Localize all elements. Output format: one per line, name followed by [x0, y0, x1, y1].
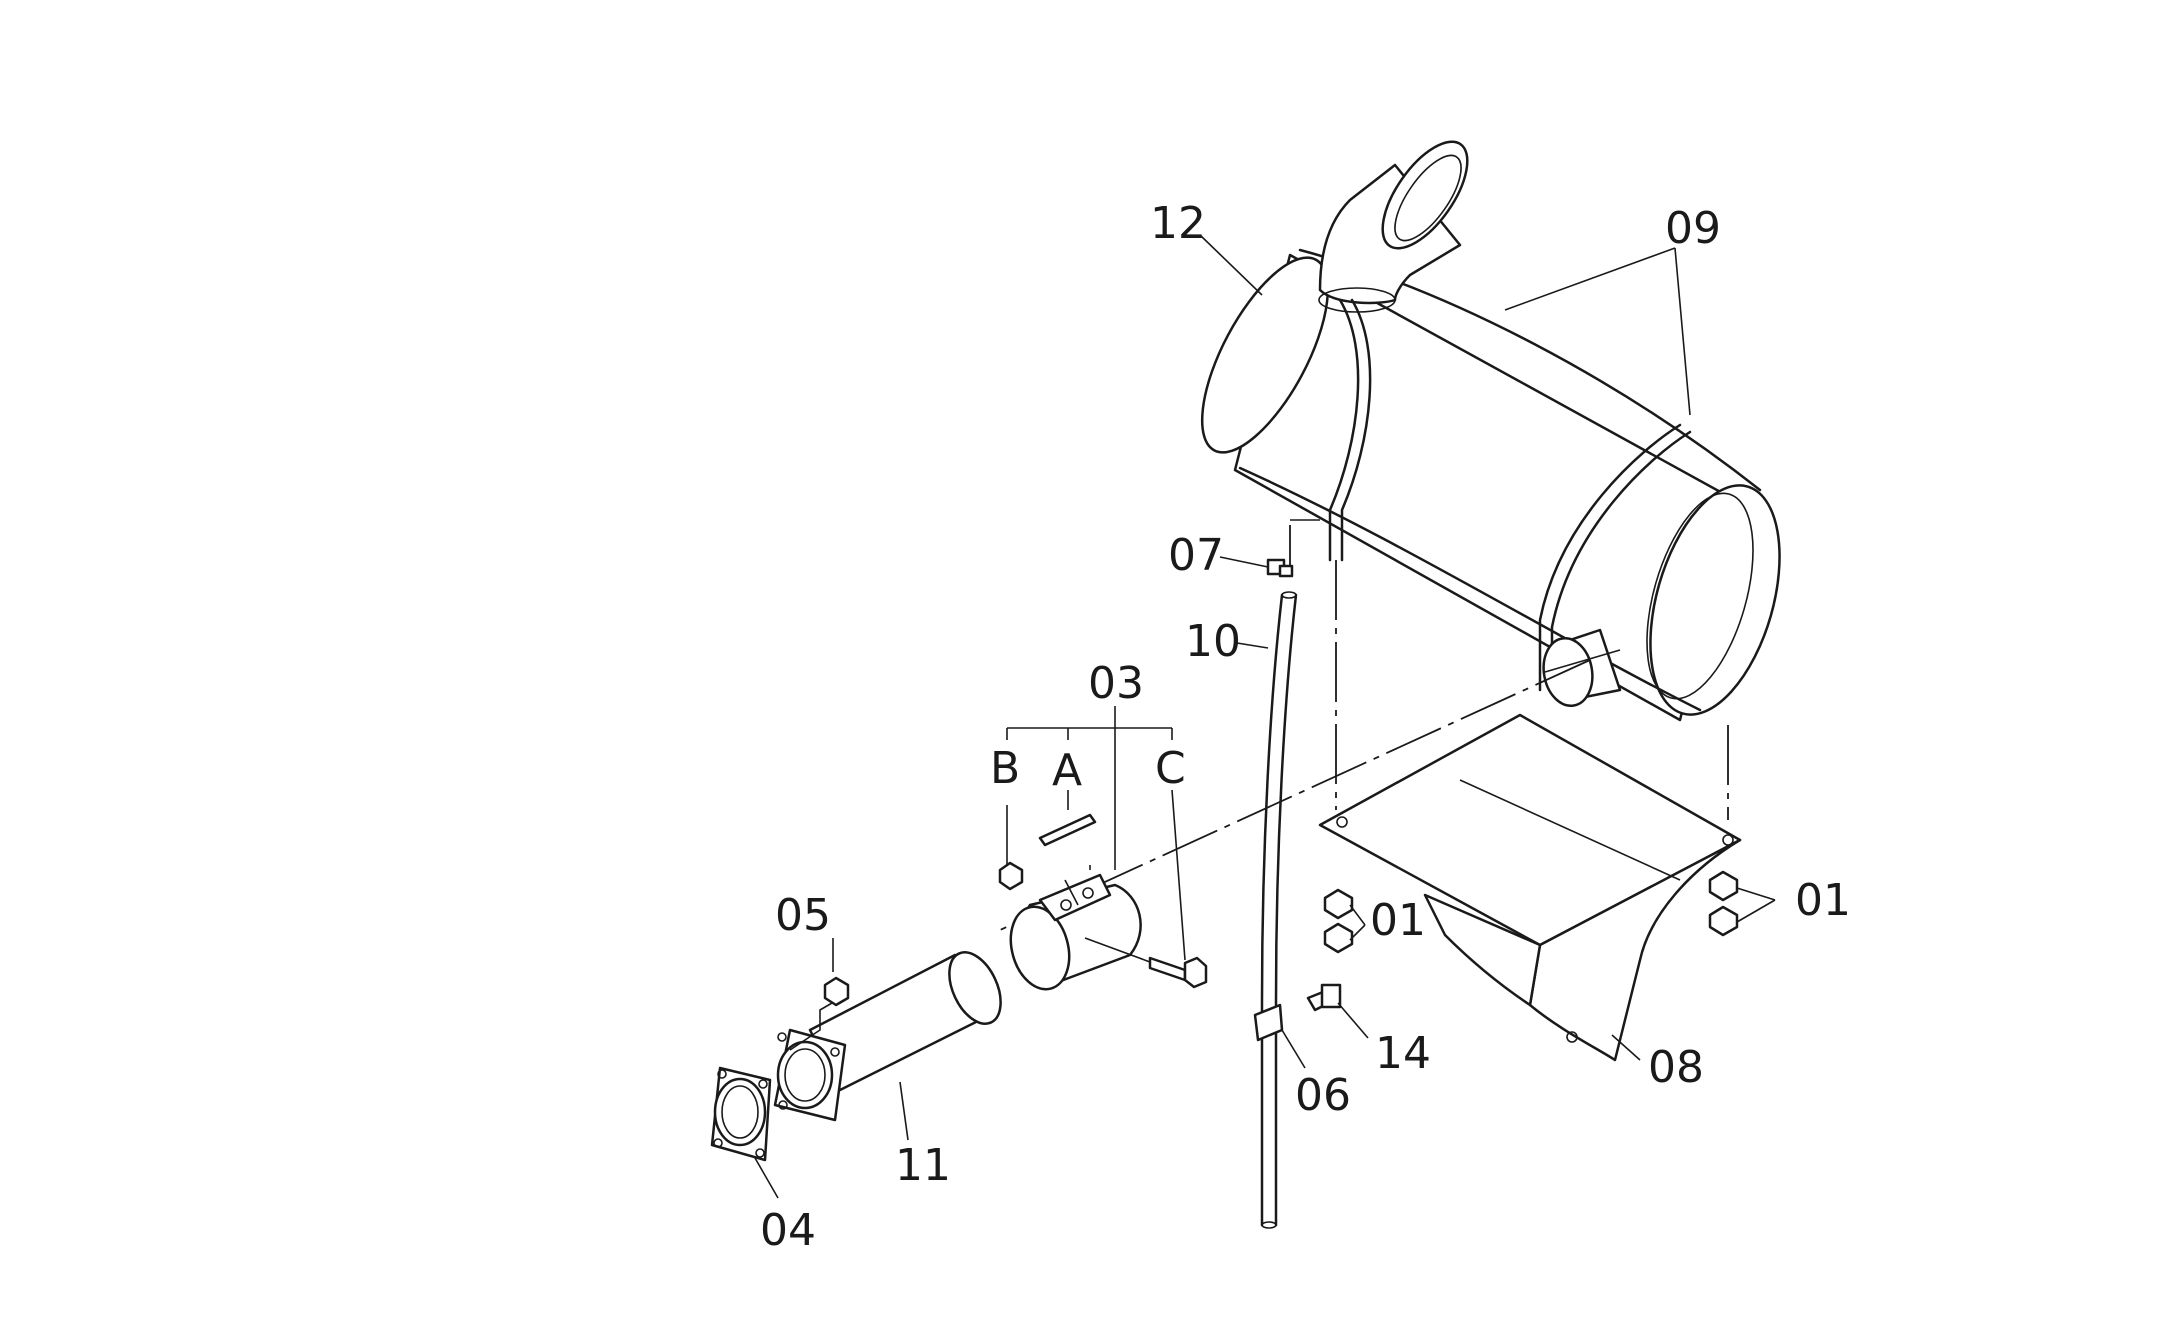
label-part-08: 08	[1648, 1042, 1704, 1093]
label-part-14: 14	[1375, 1028, 1431, 1079]
label-part-01-right: 01	[1795, 875, 1851, 926]
label-sub-b: B	[990, 743, 1020, 794]
gasket	[710, 1066, 772, 1162]
label-part-10: 10	[1185, 616, 1241, 667]
leader-lines	[754, 234, 1776, 1199]
muffler	[1200, 248, 1781, 722]
label-part-06: 06	[1295, 1070, 1351, 1121]
mounting-bands	[1328, 298, 1692, 692]
pipe-flange	[773, 1028, 847, 1122]
clamp-subparts	[998, 813, 1208, 989]
bracket	[1318, 713, 1742, 1062]
part-labels: 12 09 07 10 03 B A C 05 01 01 14 06 08 1…	[760, 198, 1851, 1256]
label-part-12: 12	[1150, 198, 1206, 249]
label-part-09: 09	[1665, 203, 1721, 254]
inlet-stub	[1542, 628, 1622, 707]
small-clamp	[1266, 558, 1294, 578]
label-part-01-center: 01	[1370, 895, 1426, 946]
label-sub-a: A	[1052, 745, 1082, 796]
label-part-05: 05	[775, 890, 831, 941]
label-part-07: 07	[1168, 530, 1224, 581]
label-part-04: 04	[760, 1205, 816, 1256]
nut-05	[789, 976, 850, 1051]
rod-clip-and-bolt	[1253, 983, 1342, 1042]
nuts	[1323, 870, 1739, 954]
label-part-11: 11	[895, 1140, 951, 1191]
tail-rod	[1260, 591, 1298, 1229]
label-sub-c: C	[1155, 743, 1186, 794]
label-part-03: 03	[1088, 658, 1144, 709]
band-clamp	[1009, 865, 1142, 991]
outlet-elbow	[1318, 140, 1469, 313]
